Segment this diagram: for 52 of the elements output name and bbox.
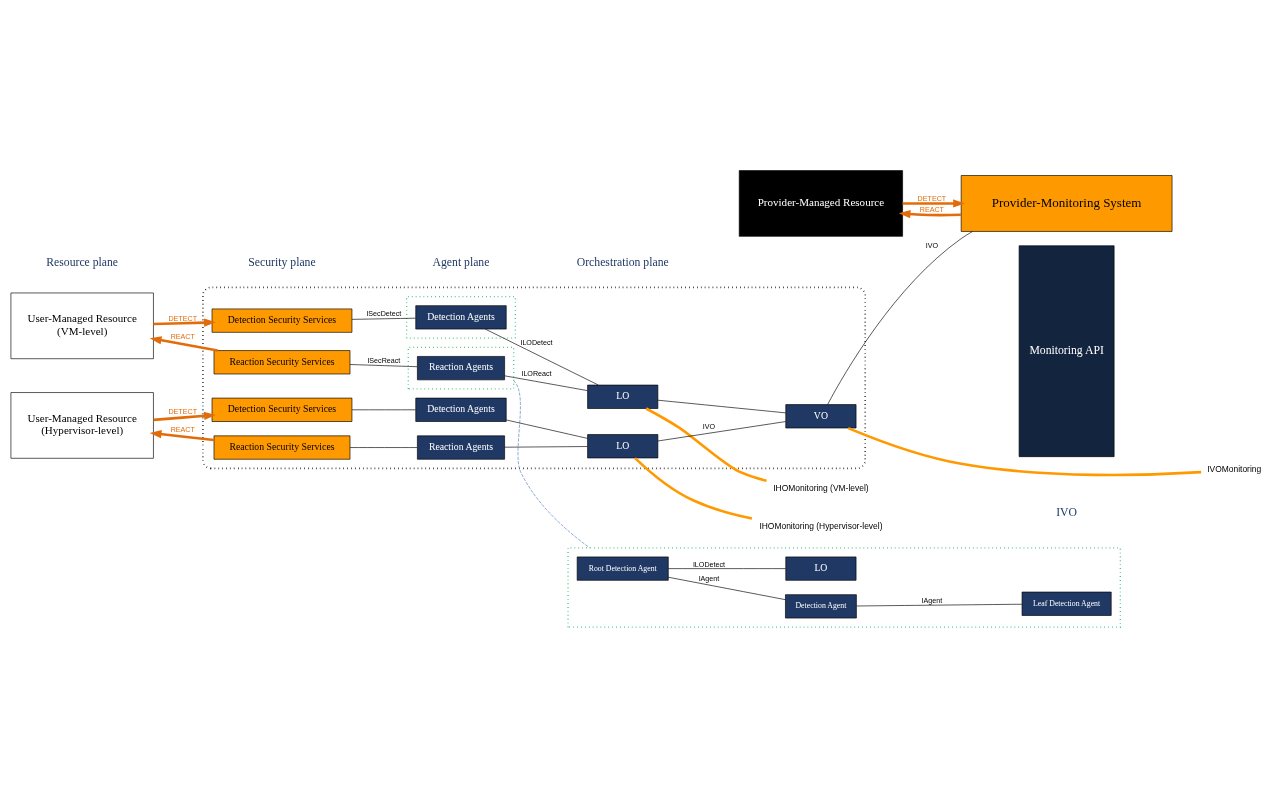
node-text: IHOMonitoring (VM-level) — [773, 482, 869, 493]
connector — [827, 230, 973, 405]
connector — [506, 419, 588, 439]
connector — [657, 420, 786, 441]
cluster — [406, 295, 516, 339]
node-box: Detection Security Services — [211, 397, 353, 422]
node-box: Provider-Managed Resource — [738, 169, 903, 237]
connector — [349, 363, 418, 367]
node-box: Reaction Agents — [417, 355, 505, 380]
arrow — [898, 209, 962, 218]
connector — [513, 379, 590, 548]
arrow — [149, 429, 214, 441]
node-box: Detection Agents — [415, 397, 507, 422]
node-box: User-Managed Resource (Hypervisor-level) — [10, 391, 154, 459]
cluster — [407, 346, 515, 390]
node-box: Detection Security Services — [211, 308, 353, 333]
node-box: LO — [785, 556, 857, 581]
connector — [645, 406, 767, 482]
node-box: Monitoring API — [1018, 244, 1115, 457]
node-box: LO — [587, 433, 659, 458]
connector — [351, 408, 416, 410]
connector — [634, 456, 753, 520]
connector — [667, 567, 786, 569]
node-text: IVOMonitoring — [1207, 463, 1262, 474]
arrow — [153, 411, 216, 421]
node-text: IHOMonitoring (Hypervisor-level) — [759, 520, 883, 531]
connector — [504, 375, 588, 391]
node-box: Detection Agents — [415, 304, 507, 329]
connector — [504, 445, 588, 448]
node-box: Reaction Security Services — [213, 435, 351, 460]
label: IVO — [1056, 505, 1078, 518]
arrow — [149, 335, 218, 352]
connector — [351, 317, 416, 320]
connector — [485, 328, 599, 385]
node-box: Reaction Security Services — [213, 349, 351, 374]
label: Orchestration plane — [576, 255, 669, 269]
label: Agent plane — [432, 255, 490, 269]
connector — [667, 576, 786, 600]
node-box: LO — [587, 384, 659, 409]
cluster — [567, 546, 1121, 628]
connector — [657, 399, 786, 413]
node-box: VO — [785, 403, 857, 428]
arrow — [902, 198, 965, 208]
connector — [856, 603, 1023, 606]
label: Security plane — [248, 255, 316, 269]
node-box: Reaction Agents — [417, 435, 505, 460]
connector — [847, 426, 1202, 476]
label: Resource plane — [46, 255, 119, 269]
node-box: Provider-Monitoring System — [960, 174, 1173, 232]
node-box: User-Managed Resource (VM-level) — [10, 292, 154, 359]
arrow — [153, 318, 216, 327]
connector — [349, 446, 418, 448]
